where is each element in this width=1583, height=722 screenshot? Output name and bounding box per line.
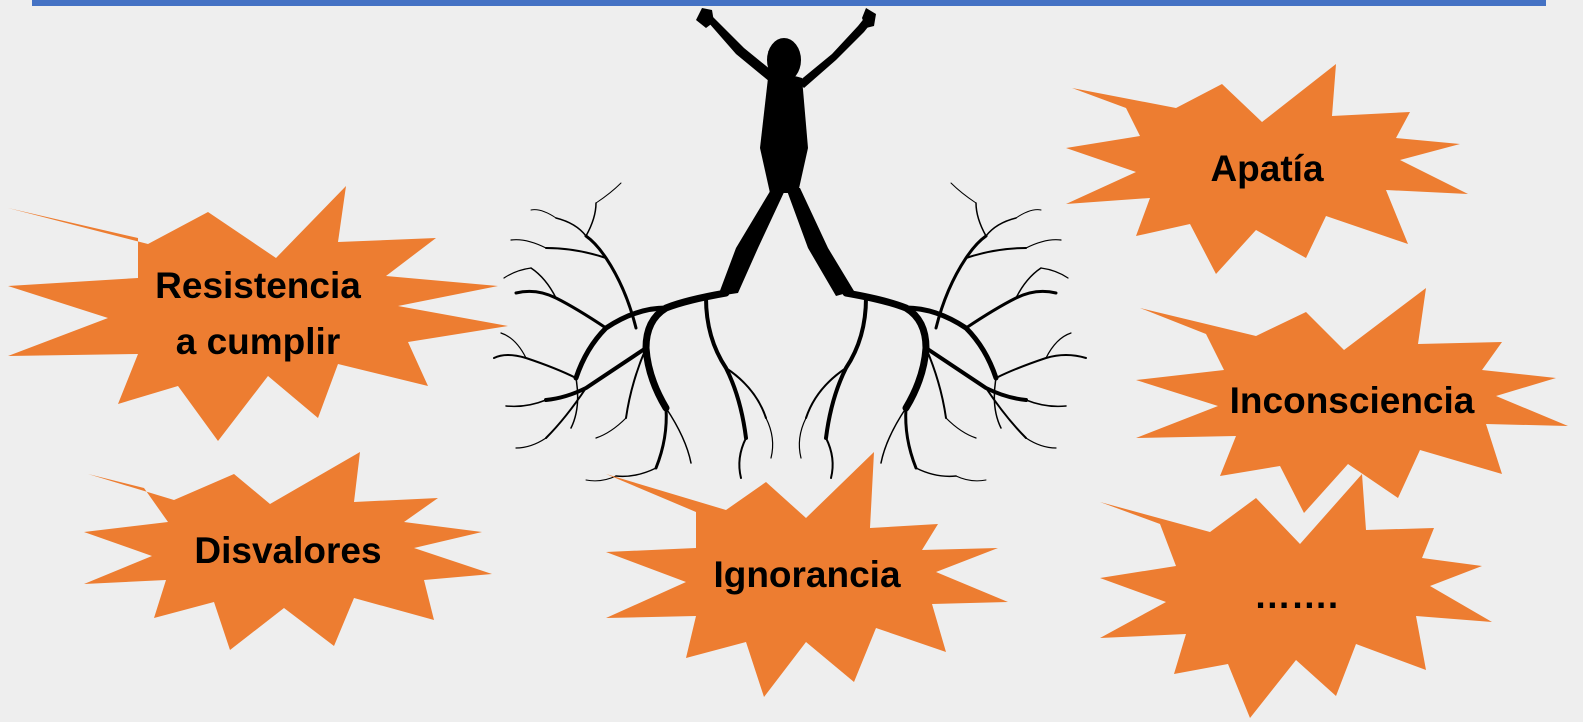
top-accent-bar (32, 0, 1546, 6)
burst-ignorancia: Ignorancia (606, 452, 1008, 697)
burst-resistencia: Resistencia a cumplir (8, 186, 508, 441)
burst-etc-label: ……. (1100, 474, 1492, 718)
burst-resistencia-label: Resistencia a cumplir (8, 186, 508, 441)
burst-etc: ……. (1100, 474, 1492, 718)
person-with-roots-icon (486, 8, 1096, 488)
burst-apatia-label: Apatía (1066, 64, 1468, 274)
burst-ignorancia-label: Ignorancia (606, 452, 1008, 697)
burst-disvalores-label: Disvalores (84, 452, 492, 650)
burst-disvalores: Disvalores (84, 452, 492, 650)
burst-apatia: Apatía (1066, 64, 1468, 274)
